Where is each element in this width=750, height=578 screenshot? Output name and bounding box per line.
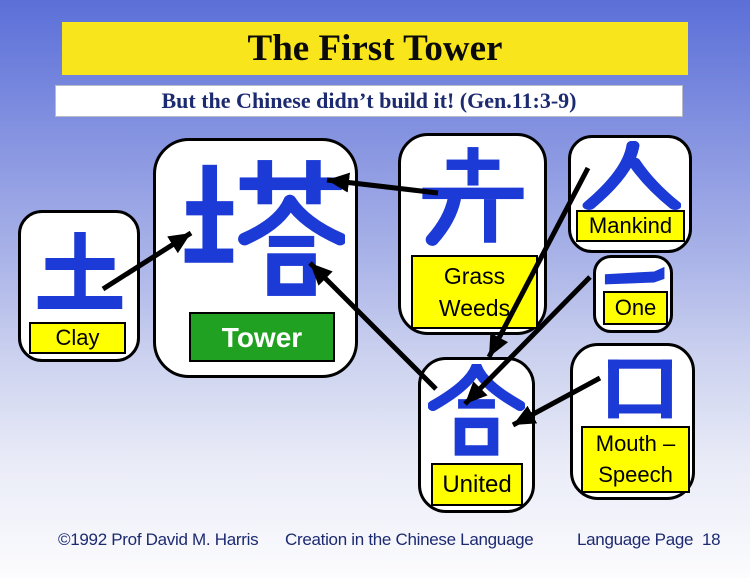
label-united: United (431, 463, 523, 506)
label-tower-text: Tower (221, 321, 303, 353)
character-box-grass-weeds: Grass Weeds (398, 133, 547, 335)
label-mankind-text: Mankind (588, 213, 673, 239)
character-box-one: One (593, 255, 673, 333)
hanzi-grass-glyph (422, 147, 524, 246)
hanzi-tower-glyph (184, 160, 345, 296)
label-one-text: One (614, 295, 657, 321)
label-grass-line1: Grass (443, 262, 506, 289)
label-grass-line2: Weeds (438, 295, 511, 321)
label-clay: Clay (29, 322, 126, 354)
hanzi-person-glyph (582, 141, 681, 210)
character-box-tower: Tower (153, 138, 358, 378)
hanzi-unite-glyph (428, 364, 525, 456)
hanzi-mouth-glyph (608, 359, 672, 419)
slide-subtitle: But the Chinese didn’t build it! (Gen.11… (161, 88, 577, 113)
label-grass-weeds: Grass Weeds (411, 255, 538, 329)
label-united-text: United (442, 470, 512, 498)
label-mouth-line1: Mouth – (595, 430, 676, 456)
character-box-mankind: Mankind (568, 135, 692, 253)
slide-title: The First Tower (247, 28, 503, 69)
label-one: One (603, 291, 668, 325)
footer-course-title: Creation in the Chinese Language (285, 530, 534, 549)
label-tower: Tower (189, 312, 335, 362)
character-box-mouth-speech: Mouth – Speech (570, 343, 695, 500)
character-box-clay: Clay (18, 210, 140, 362)
hanzi-earth-glyph (37, 232, 123, 309)
footer-copyright: ©1992 Prof David M. Harris (58, 530, 259, 549)
subtitle-banner: But the Chinese didn’t build it! (Gen.11… (55, 85, 683, 117)
hanzi-one-glyph (604, 266, 665, 285)
title-banner: The First Tower (62, 22, 688, 75)
footer: ©1992 Prof David M. Harris Creation in t… (0, 530, 750, 550)
character-box-united: United (418, 357, 535, 513)
label-mankind: Mankind (576, 210, 685, 242)
footer-page-number: Language Page 18 (577, 530, 721, 549)
label-mouth-speech: Mouth – Speech (581, 426, 690, 493)
label-clay-text: Clay (55, 325, 100, 351)
label-mouth-line2: Speech (598, 461, 673, 487)
